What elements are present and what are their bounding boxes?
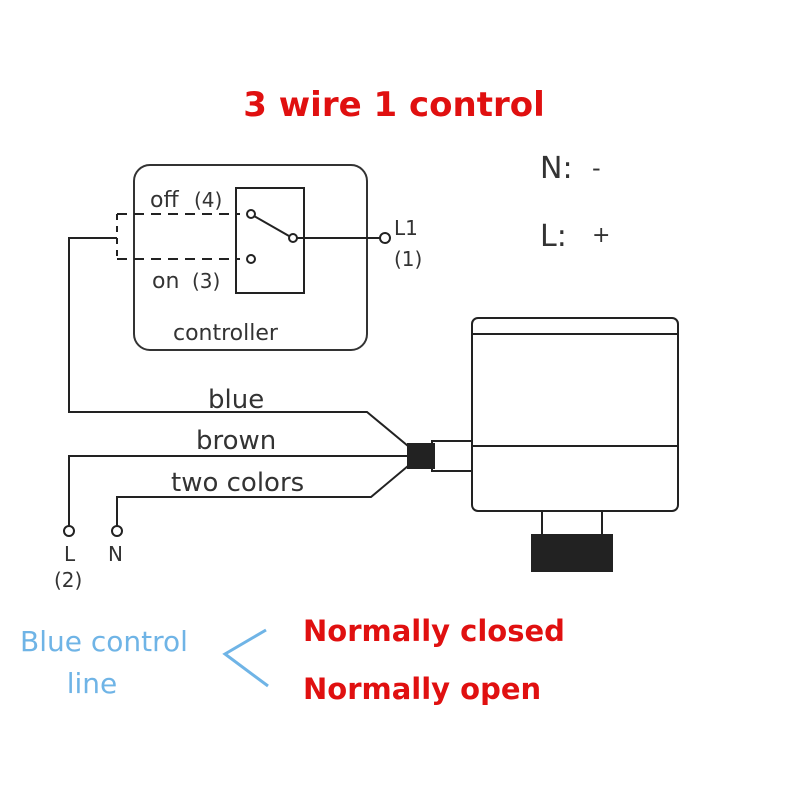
switch-lever [253, 215, 290, 237]
blue-wire-label: blue [208, 385, 264, 415]
l1-number: (1) [394, 247, 422, 271]
normally-closed-text: Normally closed [303, 614, 565, 648]
blue-control-line-text-1: Blue control [20, 625, 188, 658]
on-number: (3) [192, 269, 220, 293]
normally-open-text: Normally open [303, 672, 541, 706]
two-colors-wire-label: two colors [171, 468, 304, 498]
l-terminal [63, 525, 75, 537]
off-label: off [150, 188, 179, 213]
common-contact [288, 233, 298, 243]
blue-control-line-text-2: line [67, 667, 118, 700]
branch-bracket [222, 628, 269, 688]
legend-n-sign: - [592, 154, 601, 182]
off-number: (4) [194, 188, 222, 212]
diagram-title: 3 wire 1 control [243, 85, 544, 125]
l1-terminal [379, 232, 391, 244]
actuator [407, 317, 679, 572]
legend-l-label: L: [540, 219, 567, 254]
actuator-connector [431, 440, 473, 472]
off-contact [246, 209, 256, 219]
legend-n-label: N: [540, 151, 573, 186]
actuator-body [471, 317, 679, 512]
actuator-plug [407, 443, 435, 469]
l-terminal-label: L [64, 542, 76, 566]
actuator-base [531, 534, 613, 572]
n-terminal [111, 525, 123, 537]
l1-label: L1 [394, 216, 418, 240]
switch-relay [235, 187, 305, 294]
on-label: on [152, 269, 179, 294]
legend-l-sign: + [592, 223, 610, 248]
controller-box [133, 164, 368, 351]
l-terminal-number: (2) [54, 568, 82, 592]
on-contact [246, 254, 256, 264]
n-terminal-label: N [108, 542, 123, 566]
controller-label: controller [173, 321, 279, 346]
actuator-neck [541, 510, 603, 537]
brown-wire-label: brown [196, 426, 276, 456]
